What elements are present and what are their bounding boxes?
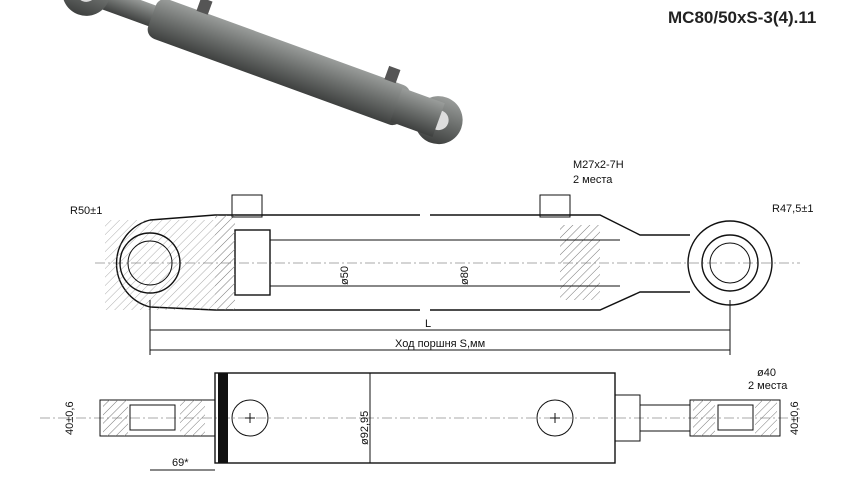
angle-label: 69* xyxy=(172,457,189,469)
tube-diameter-label: ø92,95 xyxy=(359,411,371,445)
model-title: MC80/50xS-3(4).11 xyxy=(668,8,817,27)
rod-diameter-label: ø50 xyxy=(339,266,351,285)
bore-diameter-label: ø80 xyxy=(459,266,471,285)
length-label: L xyxy=(425,318,431,330)
front-radius-label: R47,5±1 xyxy=(772,203,814,215)
section-view: R50±1 M27x2-7H 2 места R47,5±1 ø50 ø80 L… xyxy=(70,159,814,355)
side-view: 40±0,6 69* ø92,95 ø40 2 места 40±0,6 xyxy=(40,367,801,471)
port-count-label: 2 места xyxy=(573,174,613,186)
front-eye-width-label: 40±0,6 xyxy=(789,401,801,435)
cylinder-3d-render xyxy=(62,0,463,145)
rear-radius-label: R50±1 xyxy=(70,205,102,217)
port-thread-label: M27x2-7H xyxy=(573,159,624,171)
pin-diameter-label: ø40 xyxy=(757,367,776,379)
rear-eye-width-label: 40±0,6 xyxy=(64,401,76,435)
pin-count-label: 2 места xyxy=(748,380,788,392)
stroke-label: Ход поршня S,мм xyxy=(395,338,485,350)
